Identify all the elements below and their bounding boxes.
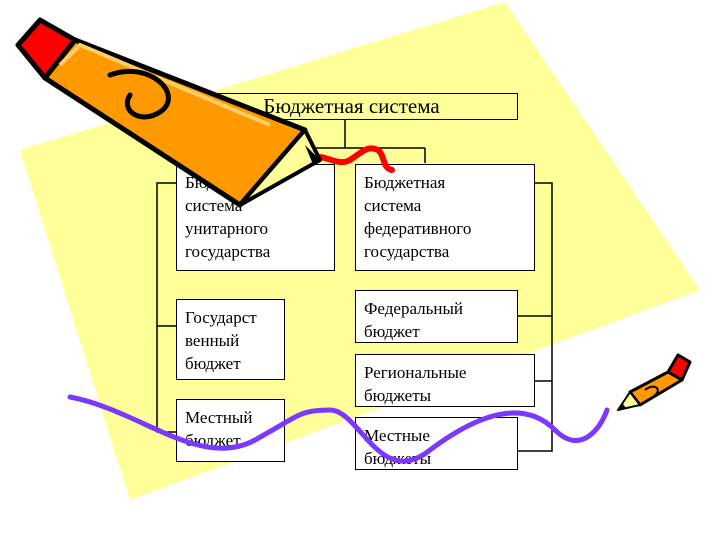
federal-budget-box: Федеральный бюджет bbox=[355, 290, 518, 343]
diagram-title-box: Бюджетная система bbox=[185, 93, 518, 120]
red-squiggle bbox=[302, 145, 395, 173]
pencil-small-icon bbox=[617, 353, 692, 411]
diagram-title: Бюджетная система bbox=[263, 94, 440, 118]
state-budget-box: Государст венный бюджет bbox=[176, 299, 285, 380]
local-budgets-box-right: Местные бюджеты bbox=[355, 417, 518, 470]
federal-system-box: Бюджетная система федеративного государс… bbox=[355, 164, 535, 271]
purple-wave-line bbox=[67, 394, 610, 464]
pencil-large-icon bbox=[15, 17, 322, 208]
regional-budgets-box: Региональные бюджеты bbox=[355, 354, 535, 407]
